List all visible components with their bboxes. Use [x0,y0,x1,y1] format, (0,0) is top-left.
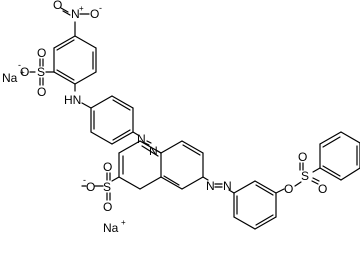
ester-o-link-label: O [284,182,293,196]
bond-lines [29,7,360,230]
nitro-n-charge: + [79,4,84,13]
ring-c-bonds [233,180,277,230]
sodium-top-charge: + [20,68,25,77]
sulfonate-b-o-minus: O [86,180,95,194]
ester-o-top-label: O [298,150,307,164]
sulfonate-b-o-top: O [103,160,112,174]
sulfonate-b-s-label: S [103,180,111,194]
nitro-o-charge: - [99,3,102,13]
sulfonate-a-charge: - [18,60,21,70]
sulfonate-a-s-label: S [37,65,45,79]
nitro-o-label: O [90,7,99,21]
naphthalene-bonds [118,140,204,190]
azo-2-bonds [202,176,235,194]
sodium-bottom-charge: + [121,218,126,227]
azo-1-n2-label: N [149,144,158,158]
amine-bonds [74,83,92,109]
amine-label: HN [64,93,81,107]
sulfonate-b-charge: - [83,175,86,185]
ring-d-bonds [319,131,360,181]
sulfonate-a-o-top: O [37,46,46,60]
azo-1-n1-label: N [137,132,146,146]
azo-2-n2-label: N [223,179,232,193]
ring-a-bonds [53,35,97,85]
sodium-top-label: Na [2,71,18,85]
sulfonate-a-bonds [29,58,55,86]
sulfonate-b-bonds [81,172,120,201]
ester-s-label: S [301,169,309,183]
ring-b-bonds [90,95,134,145]
sulfonate-ester-bonds [275,162,321,194]
ester-o-right-label: O [318,182,327,196]
nitro-n-label: N [71,7,80,21]
sodium-bottom-label: Na [103,221,119,235]
nitro-o-double-label: O [53,0,62,12]
atom-labels: N + O - O S O O O - Na + HN N N S O O O … [2,0,327,235]
nitro-group-bonds [60,7,90,37]
sulfonate-a-o-bottom: O [37,85,46,99]
azo-2-n1-label: N [206,179,215,193]
sulfonate-b-o-bottom: O [103,200,112,214]
sulfonate-a-o-minus: O [20,65,29,79]
